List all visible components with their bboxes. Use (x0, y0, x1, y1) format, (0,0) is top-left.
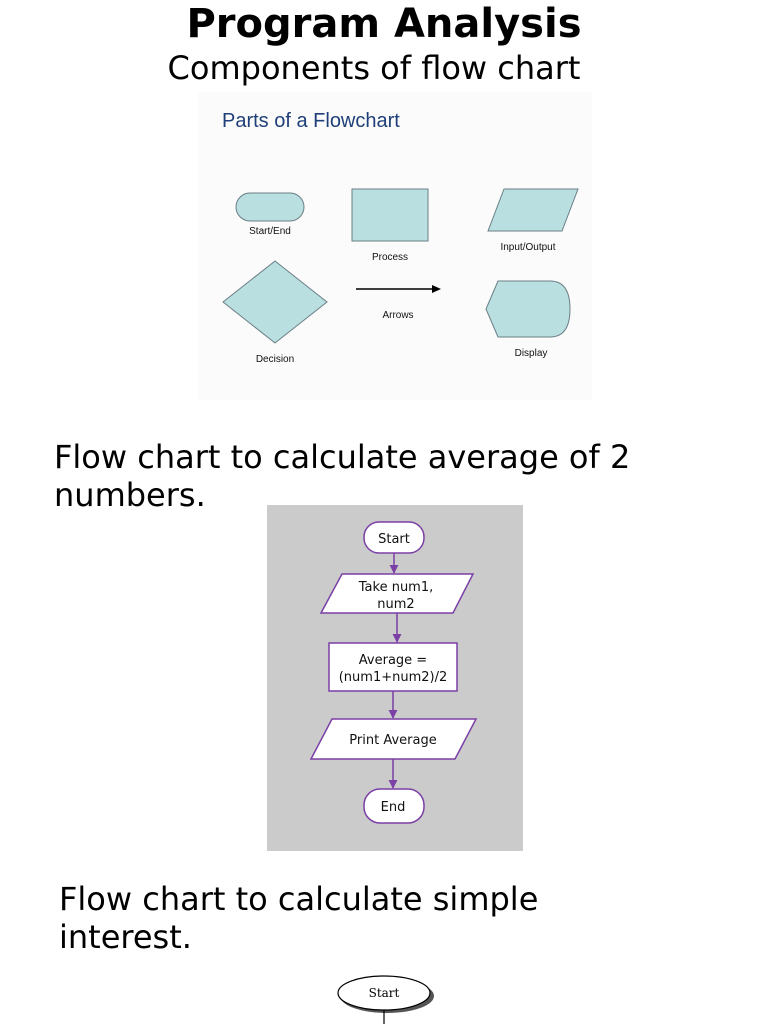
avg-end-label: End (381, 800, 406, 815)
avg-process-line1: Average = (359, 653, 427, 668)
start-end-label: Start/End (249, 226, 291, 237)
average-flowchart-figure: Start Take num1, num2 Average = (num1+nu… (267, 505, 523, 851)
start-end-shape (235, 192, 305, 222)
avg-input-node (319, 573, 475, 614)
process-shape (351, 188, 429, 242)
average-section-heading: Flow chart to calculate average of 2 num… (54, 438, 631, 514)
avg-output-label: Print Average (349, 733, 436, 748)
interest-section-heading: Flow chart to calculate simple interest. (59, 880, 539, 956)
decision-shape (222, 260, 328, 344)
input-output-shape (487, 188, 579, 232)
display-label: Display (515, 348, 548, 359)
avg-input-line2: num2 (377, 597, 414, 612)
avg-process-node (328, 642, 458, 692)
arrows-label: Arrows (382, 310, 413, 321)
process-label: Process (372, 252, 408, 263)
avg-start-label: Start (378, 532, 410, 547)
interest-start-label: Start (369, 986, 400, 1000)
interest-flowchart-figure: Start (320, 966, 460, 1024)
arrow-head (432, 285, 441, 293)
display-shape (485, 280, 571, 338)
avg-input-line1: Take num1, (358, 580, 434, 595)
avg-output-node (309, 718, 478, 760)
avg-process-line2: (num1+num2)/2 (339, 670, 448, 685)
parts-figure-title: Parts of a Flowchart (222, 110, 400, 132)
input-output-label: Input/Output (500, 242, 555, 253)
parts-of-flowchart-figure: Parts of a Flowchart Start/End Process I… (198, 92, 592, 400)
decision-label: Decision (256, 354, 294, 365)
page-subtitle: Components of flow chart (167, 49, 581, 87)
avg-end-node (363, 788, 425, 824)
page-title: Program Analysis (186, 1, 582, 47)
